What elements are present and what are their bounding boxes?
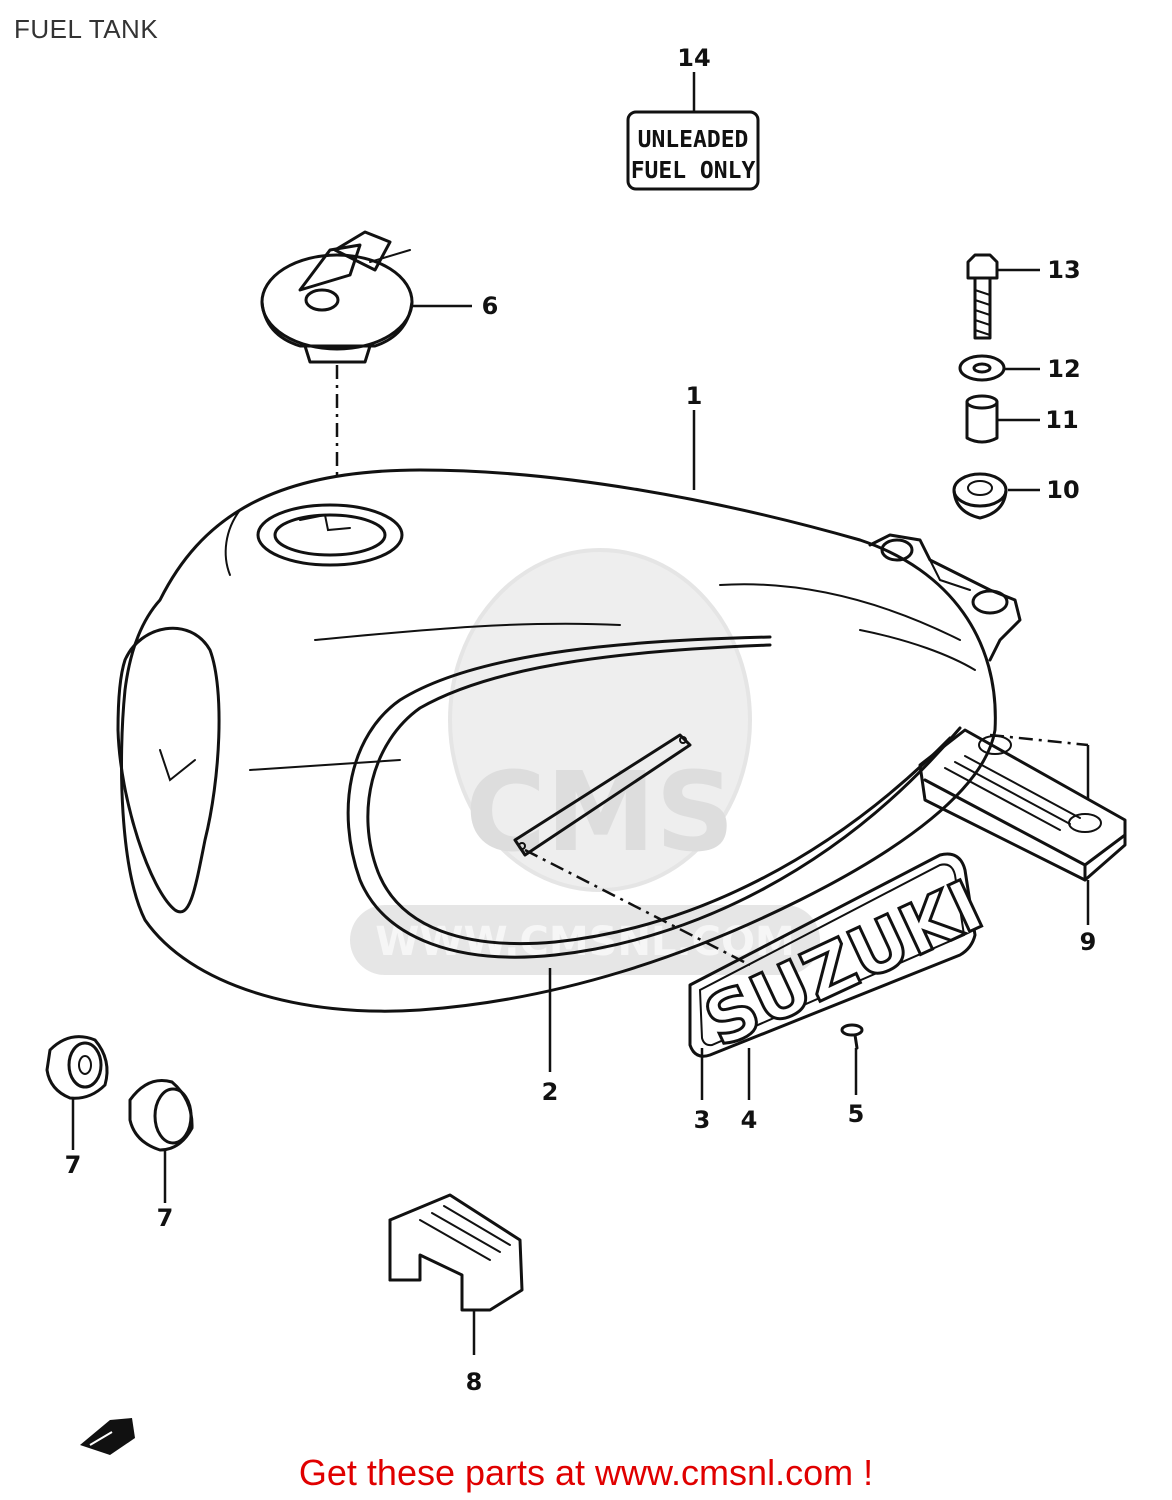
front-cushion: [388, 1193, 524, 1312]
callout-3: 3: [694, 1106, 711, 1134]
cushion-left: [45, 1035, 109, 1100]
callout-13: 13: [1047, 256, 1080, 284]
unleaded-decal: UNLEADED FUEL ONLY: [626, 110, 760, 191]
callout-9: 9: [1080, 928, 1097, 956]
cms-watermark: CMS WWW.CMSNL.COM: [350, 548, 820, 975]
fuel-cap: [260, 230, 414, 364]
page-title: FUEL TANK: [14, 14, 159, 44]
callout-7b: 7: [157, 1204, 174, 1232]
washer: [958, 354, 1006, 382]
bolt: [966, 253, 999, 340]
front-direction-arrow-icon: [80, 1418, 135, 1455]
cushion-right: [128, 1079, 194, 1152]
callout-14: 14: [677, 44, 710, 72]
callout-10: 10: [1046, 476, 1079, 504]
callout-4: 4: [741, 1106, 758, 1134]
callout-11: 11: [1045, 406, 1078, 434]
decal-line-1: UNLEADED: [638, 127, 749, 153]
fuel-tank: [116, 468, 1022, 1013]
footer-link[interactable]: Get these parts at www.cmsnl.com !: [298, 1452, 874, 1493]
callout-2: 2: [542, 1078, 559, 1106]
grommet: [952, 472, 1008, 520]
callout-5: 5: [848, 1100, 865, 1128]
callout-12: 12: [1047, 355, 1080, 383]
screw: [840, 1023, 864, 1050]
callout-8: 8: [466, 1368, 483, 1396]
watermark-url: WWW.CMSNL.COM: [375, 919, 795, 965]
decal-line-2: FUEL ONLY: [631, 158, 756, 184]
callout-7a: 7: [65, 1151, 82, 1179]
collar: [965, 394, 999, 444]
rear-cushion: [918, 728, 1127, 882]
watermark-logo: CMS: [465, 748, 734, 876]
callout-1: 1: [686, 382, 703, 410]
callout-6: 6: [482, 292, 499, 320]
